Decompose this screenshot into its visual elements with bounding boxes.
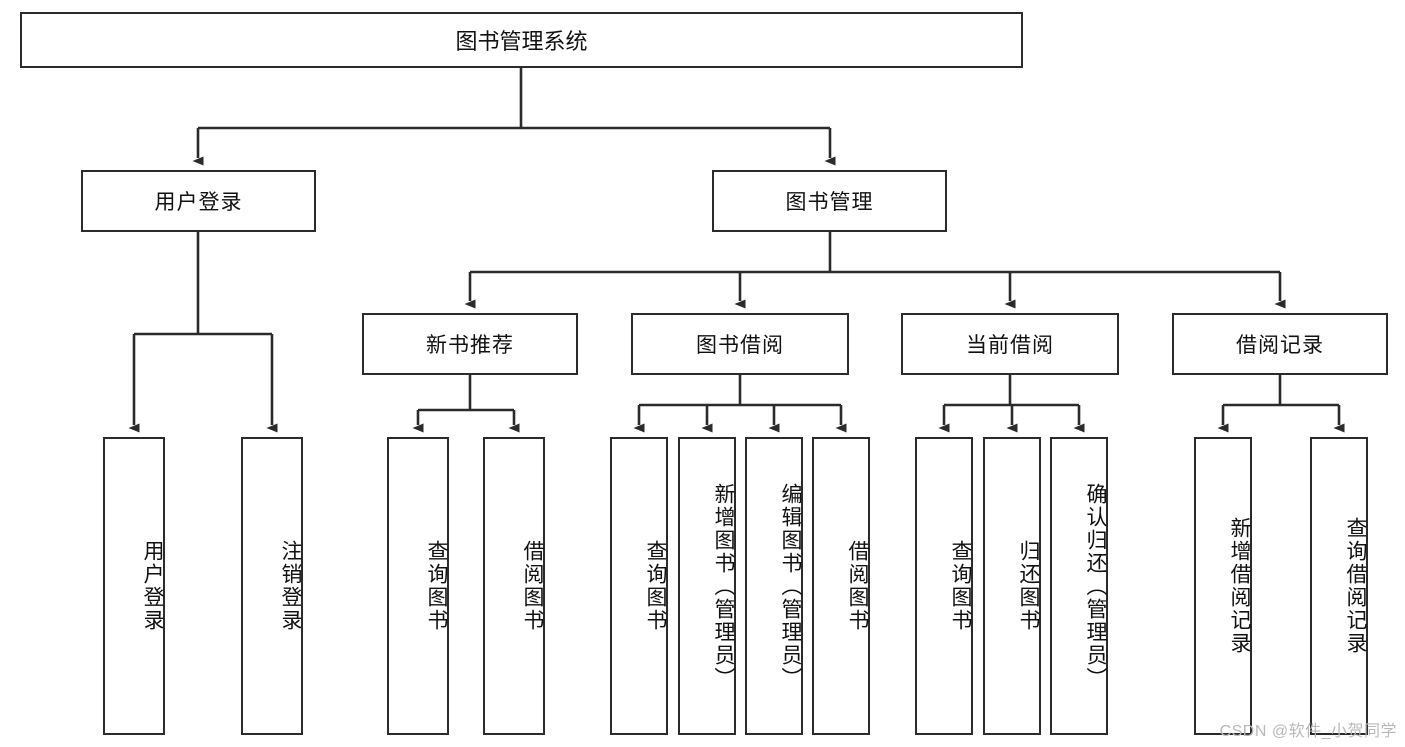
node-level2-4[interactable]: 借阅记录 (1172, 313, 1388, 375)
node-label: 查询图书 (425, 540, 448, 632)
node-leaf-9[interactable]: 查询图书 (915, 437, 973, 735)
node-level2-2[interactable]: 图书借阅 (631, 313, 849, 375)
node-leaf-2[interactable]: 注销登录 (241, 437, 303, 735)
node-leaf-13[interactable]: 查询借阅记录 (1310, 437, 1368, 735)
node-leaf-4[interactable]: 借阅图书 (483, 437, 545, 735)
node-label: 借阅记录 (1236, 334, 1324, 357)
node-label: 新书推荐 (426, 334, 514, 357)
node-label: 当前借阅 (966, 334, 1054, 357)
node-level2-3[interactable]: 当前借阅 (901, 313, 1119, 375)
node-label: 归还图书 (1017, 540, 1040, 632)
node-label: 用户登录 (154, 191, 243, 214)
node-leaf-5[interactable]: 查询图书 (610, 437, 668, 735)
node-level2-1[interactable]: 新书推荐 (362, 313, 578, 375)
node-root[interactable]: 图书管理系统 (20, 12, 1023, 68)
node-label: 查询图书 (644, 540, 667, 632)
node-leaf-3[interactable]: 查询图书 (387, 437, 449, 735)
node-label: 新增图书（管理员） (712, 482, 735, 690)
node-label: 查询借阅记录 (1344, 517, 1367, 655)
node-leaf-8[interactable]: 借阅图书 (812, 437, 870, 735)
node-leaf-12[interactable]: 新增借阅记录 (1194, 437, 1252, 735)
node-label: 图书借阅 (696, 334, 784, 357)
node-label: 确认归还（管理员） (1084, 482, 1107, 690)
node-leaf-11[interactable]: 确认归还（管理员） (1050, 437, 1108, 735)
node-label: 编辑图书（管理员） (779, 482, 802, 690)
node-leaf-10[interactable]: 归还图书 (983, 437, 1041, 735)
node-level1-2[interactable]: 图书管理 (712, 170, 947, 232)
node-label: 用户登录 (141, 540, 164, 632)
node-label: 查询图书 (949, 540, 972, 632)
node-leaf-1[interactable]: 用户登录 (103, 437, 165, 735)
node-label: 图书管理系统 (455, 29, 588, 54)
watermark: CSDN @软件_小贺同学 (1219, 723, 1397, 740)
node-leaf-6[interactable]: 新增图书（管理员） (678, 437, 736, 735)
node-level1-1[interactable]: 用户登录 (81, 170, 316, 232)
node-label: 新增借阅记录 (1228, 517, 1251, 655)
node-leaf-7[interactable]: 编辑图书（管理员） (745, 437, 803, 735)
node-label: 借阅图书 (846, 540, 869, 632)
node-label: 注销登录 (279, 540, 302, 632)
node-label: 借阅图书 (521, 540, 544, 632)
node-label: 图书管理 (785, 191, 874, 214)
